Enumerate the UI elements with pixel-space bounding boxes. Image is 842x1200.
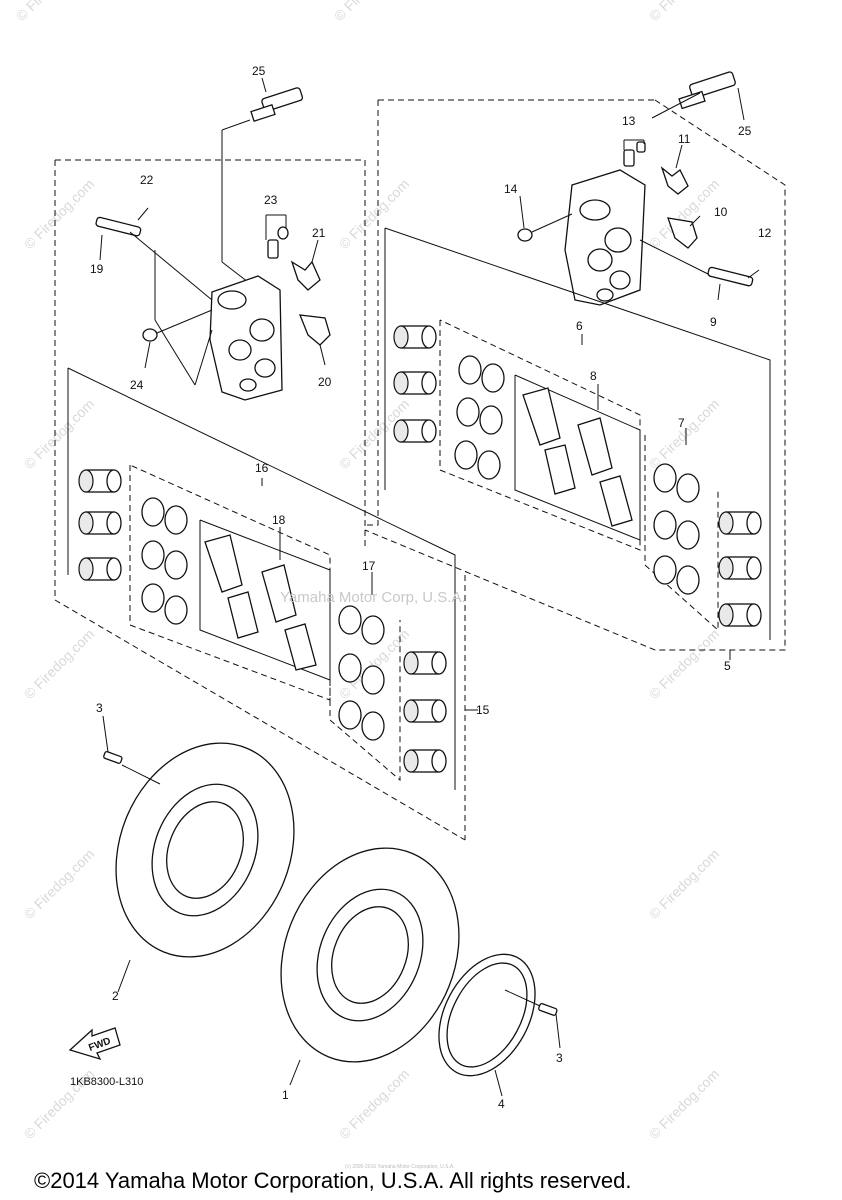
part-number-15: 15 <box>476 703 490 717</box>
site-watermark: © Firedog.com <box>646 0 722 24</box>
brake-disc-2-icon <box>115 742 295 958</box>
part-number-17: 17 <box>362 559 376 573</box>
pads-right-icon <box>522 387 633 527</box>
part-number-3: 3 <box>556 1051 563 1065</box>
pad-kit-18-outline <box>199 519 331 681</box>
spring-11-icon <box>660 166 689 195</box>
washer-24-icon <box>142 328 158 342</box>
clip-10-icon <box>667 217 698 249</box>
part-number-2: 2 <box>112 989 119 1003</box>
part-number-22: 22 <box>140 173 154 187</box>
center-watermark: Yamaha Motor Corp, U.S.A. <box>280 589 466 606</box>
part-number-11: 11 <box>678 132 691 146</box>
site-watermark: © Firedog.com <box>646 846 722 922</box>
part-number-5: 5 <box>724 659 731 673</box>
clip-20-icon <box>298 314 331 346</box>
pads-left-icon <box>204 534 317 671</box>
bolt-right-icon <box>651 71 736 119</box>
site-watermark: © Firedog.com <box>21 626 97 702</box>
right-caliper-outline <box>364 99 786 651</box>
bleeder-23-icon <box>267 226 289 259</box>
pad-kit-8-outline <box>514 374 641 541</box>
part-number-18: 18 <box>272 513 286 527</box>
piston-kit-6-outline <box>384 227 771 640</box>
seals-left-b-icon <box>338 605 385 741</box>
sensor-ring-4-icon <box>438 953 536 1077</box>
part-number-25: 25 <box>738 124 752 138</box>
caliper-body-right-icon <box>564 169 646 306</box>
part-number-16: 16 <box>255 461 269 475</box>
pin-19-icon <box>95 216 142 237</box>
site-watermark: © Firedog.com <box>646 626 722 702</box>
left-caliper-outline <box>54 159 466 841</box>
site-watermark: © Firedog.com <box>331 0 407 24</box>
site-watermark: © Firedog.com <box>646 1066 722 1142</box>
part-number-19: 19 <box>90 262 104 276</box>
site-watermark: © Firedog.com <box>646 396 722 472</box>
part-number-13: 13 <box>622 114 636 128</box>
brake-disc-1-icon <box>280 847 460 1063</box>
spring-21-icon <box>290 260 321 291</box>
part-number-7: 7 <box>678 416 685 430</box>
seal-kit-7-outline <box>439 319 719 632</box>
site-watermark: © Firedog.com <box>21 396 97 472</box>
part-number-6: 6 <box>576 319 583 333</box>
part-number-4: 4 <box>498 1097 505 1111</box>
part-number-21: 21 <box>312 226 326 240</box>
disc-bolt-3b-icon <box>538 1003 558 1016</box>
fine-print: (c) 2005-2016 Yamaha Motor Corporation, … <box>345 1164 455 1170</box>
fwd-arrow-icon <box>68 1027 121 1061</box>
piston-kit-16-outline <box>67 367 456 790</box>
washer-14-icon <box>517 228 533 242</box>
site-watermark: © Firedog.com <box>21 846 97 922</box>
site-watermark: © Firedog.com <box>336 176 412 252</box>
pistons-right-a-icon <box>393 325 437 443</box>
part-number-20: 20 <box>318 375 332 389</box>
part-number-1: 1 <box>282 1088 289 1102</box>
part-number-3: 3 <box>96 701 103 715</box>
site-watermark: © Firedog.com <box>21 176 97 252</box>
seals-right-b-icon <box>653 463 700 595</box>
site-watermark: © Firedog.com <box>336 1066 412 1142</box>
site-watermark: © Firedog.com <box>13 0 89 24</box>
part-number-9: 9 <box>710 315 717 329</box>
disc-bolt-3a-icon <box>103 751 123 764</box>
part-number-24: 24 <box>130 378 144 392</box>
pistons-left-a-icon <box>78 469 122 581</box>
part-number-10: 10 <box>714 205 728 219</box>
copyright-footer: ©2014 Yamaha Motor Corporation, U.S.A. A… <box>34 1168 631 1193</box>
caliper-body-left-icon <box>209 275 283 401</box>
part-number-12: 12 <box>758 226 772 240</box>
bleeder-13-icon <box>623 141 646 167</box>
part-number-25: 25 <box>252 64 266 78</box>
pin-9-icon <box>707 266 754 287</box>
reference-code: 1KB8300-L310 <box>70 1076 143 1088</box>
seals-right-a-icon <box>454 355 505 480</box>
part-number-8: 8 <box>590 369 597 383</box>
pistons-right-b-icon <box>718 511 762 627</box>
part-number-23: 23 <box>264 193 278 207</box>
seals-left-a-icon <box>141 497 188 625</box>
pistons-left-b-icon <box>403 651 447 773</box>
part-number-14: 14 <box>504 182 518 196</box>
bolt-left-icon <box>221 87 304 296</box>
